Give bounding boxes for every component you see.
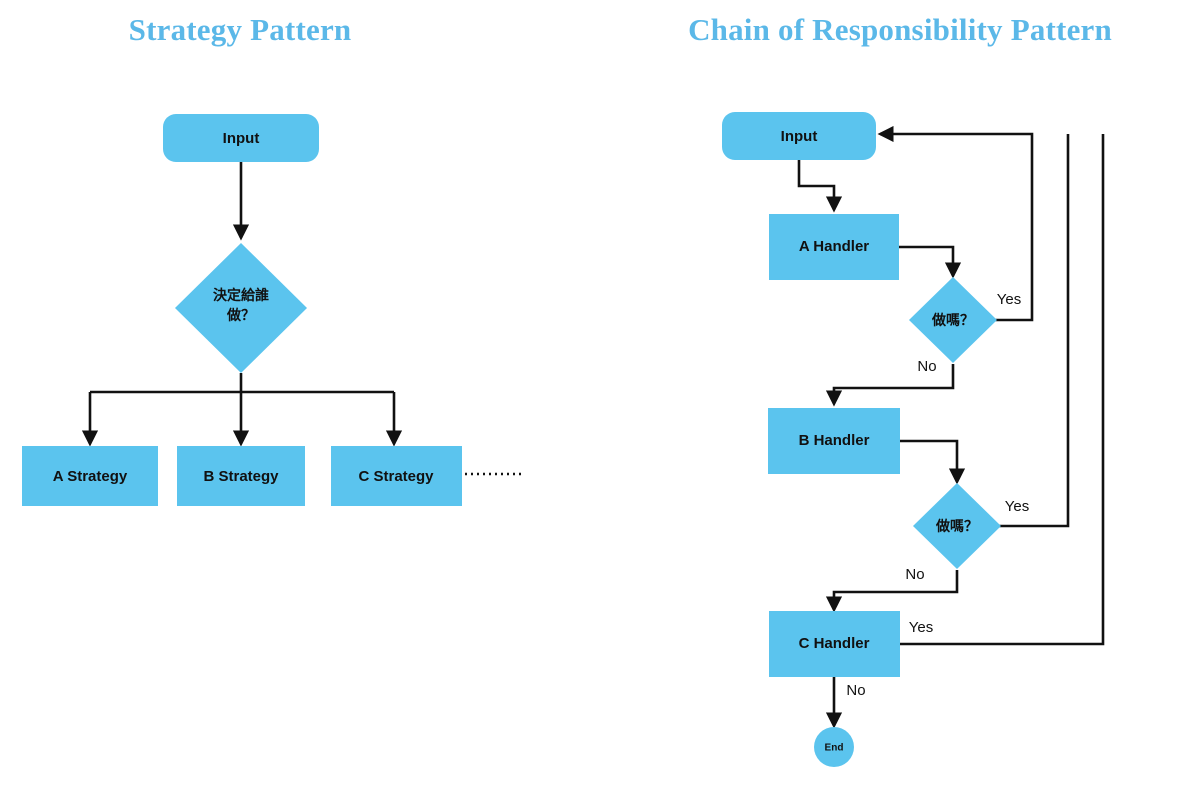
node-strategy-a-label: A Strategy [53, 468, 128, 485]
node-strategy-b[interactable]: B Strategy [177, 446, 305, 506]
node-strategy-input-label: Input [223, 130, 260, 147]
edge-input-to-handler-a [797, 160, 843, 213]
node-decision-a[interactable]: 做嗎？ [909, 277, 997, 363]
edge-handler-a-to-decision-a [899, 245, 962, 279]
node-handler-c-label: C Handler [799, 635, 870, 652]
node-decision-b-label: 做嗎？ [935, 518, 978, 535]
node-strategy-c-label: C Strategy [358, 468, 434, 485]
edge-handler-c-yes-to-input [900, 134, 1105, 646]
edge-label-yes-a: Yes [997, 291, 1021, 308]
node-strategy-decision-label-line1: 決定給誰 [213, 287, 269, 304]
edge-label-no-a: No [917, 358, 936, 375]
edge-decision-b-yes-to-input [998, 134, 1070, 528]
edge-label-yes-c: Yes [909, 619, 933, 636]
node-strategy-c[interactable]: C Strategy [331, 446, 462, 506]
edge-handler-b-to-decision-b [900, 439, 966, 485]
node-chain-input-label: Input [781, 128, 818, 145]
edge-label-yes-b: Yes [1005, 498, 1029, 515]
page-title-chain-of-responsibility: Chain of Responsibility Pattern [688, 12, 1112, 47]
node-handler-a[interactable]: A Handler [769, 214, 899, 280]
node-strategy-a[interactable]: A Strategy [22, 446, 158, 506]
node-end[interactable]: End [814, 727, 854, 767]
node-handler-a-label: A Handler [799, 238, 869, 255]
node-handler-b-label: B Handler [799, 432, 870, 449]
node-end-label: End [825, 743, 844, 754]
edge-label-no-b: No [905, 566, 924, 583]
node-handler-b[interactable]: B Handler [768, 408, 900, 474]
node-decision-b[interactable]: 做嗎？ [913, 483, 1001, 569]
edge-decision-b-no-to-handler-c [825, 570, 959, 613]
strategy-diagram: Input 決定給誰 做？ A Strategy B Strategy C St… [22, 114, 524, 506]
page-title-strategy: Strategy Pattern [128, 12, 352, 47]
edge-decision-a-no-to-handler-b [825, 364, 955, 407]
node-decision-a-label: 做嗎？ [931, 312, 974, 329]
node-strategy-decision-label-line2: 做？ [226, 307, 255, 324]
node-chain-input[interactable]: Input [722, 112, 876, 160]
node-strategy-input[interactable]: Input [163, 114, 319, 162]
node-strategy-decision[interactable]: 決定給誰 做？ [175, 243, 307, 373]
node-handler-c[interactable]: C Handler [769, 611, 900, 677]
edge-label-no-c: No [846, 682, 865, 699]
edge-decision-a-yes-to-input [877, 125, 1034, 322]
node-strategy-b-label: B Strategy [203, 468, 279, 485]
chain-of-responsibility-diagram: Input A Handler 做嗎？ B Handler 做嗎？ [722, 112, 1105, 767]
